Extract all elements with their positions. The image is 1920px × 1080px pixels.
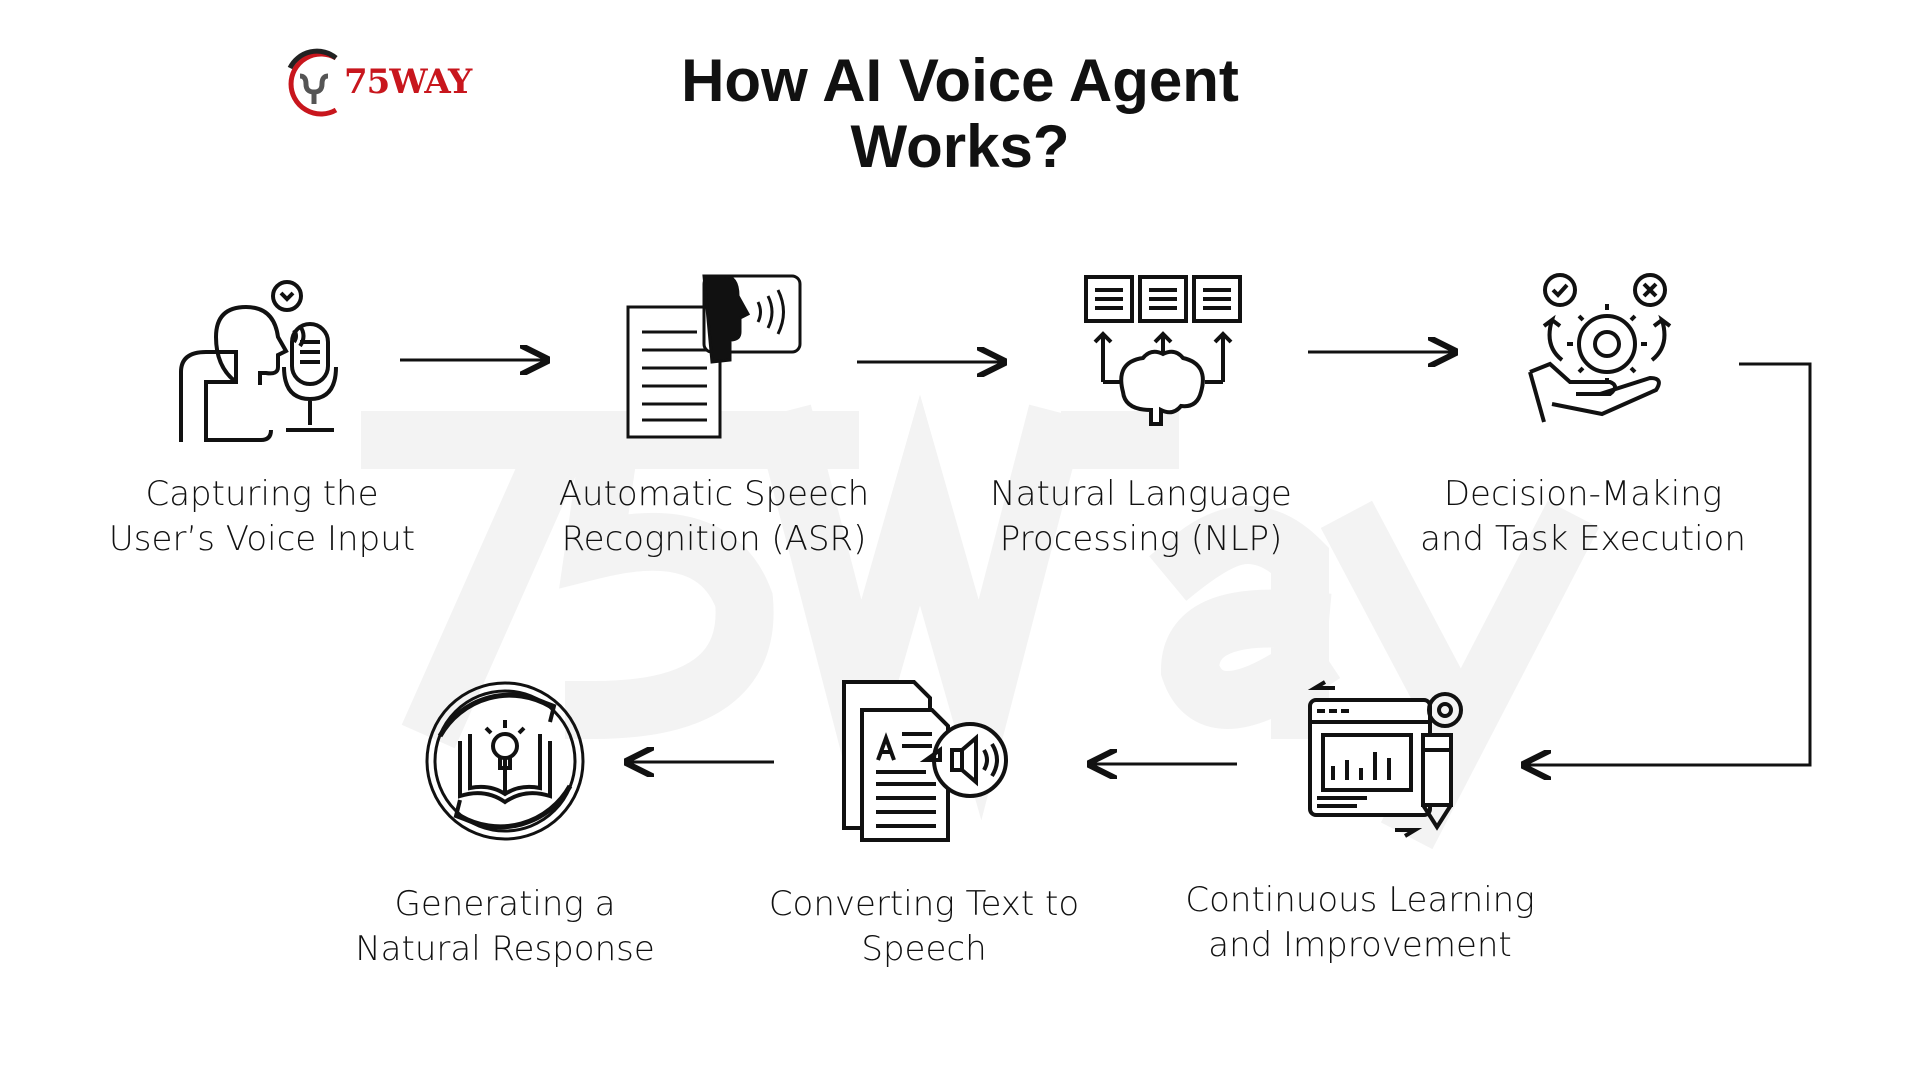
title-line-2: Works? [850,113,1070,180]
analytics-dashboard-icon [1307,680,1463,838]
arrow-4-5 [1524,362,1812,765]
hand-gear-icon [1528,273,1672,423]
title-line-1: How AI Voice Agent [681,47,1239,114]
document-voice-icon [626,274,802,439]
brand-logo: 75WAY [278,48,488,120]
brain-documents-icon [1084,275,1242,426]
logo-text: 75WAY [344,62,472,102]
book-lightbulb-cycle-icon [425,681,585,841]
text-to-speech-icon [842,680,1008,842]
logo-emblem-icon [287,48,338,117]
person-speaking-microphone-icon [179,280,338,442]
page-title: How AI Voice Agent Works? [600,48,1320,180]
